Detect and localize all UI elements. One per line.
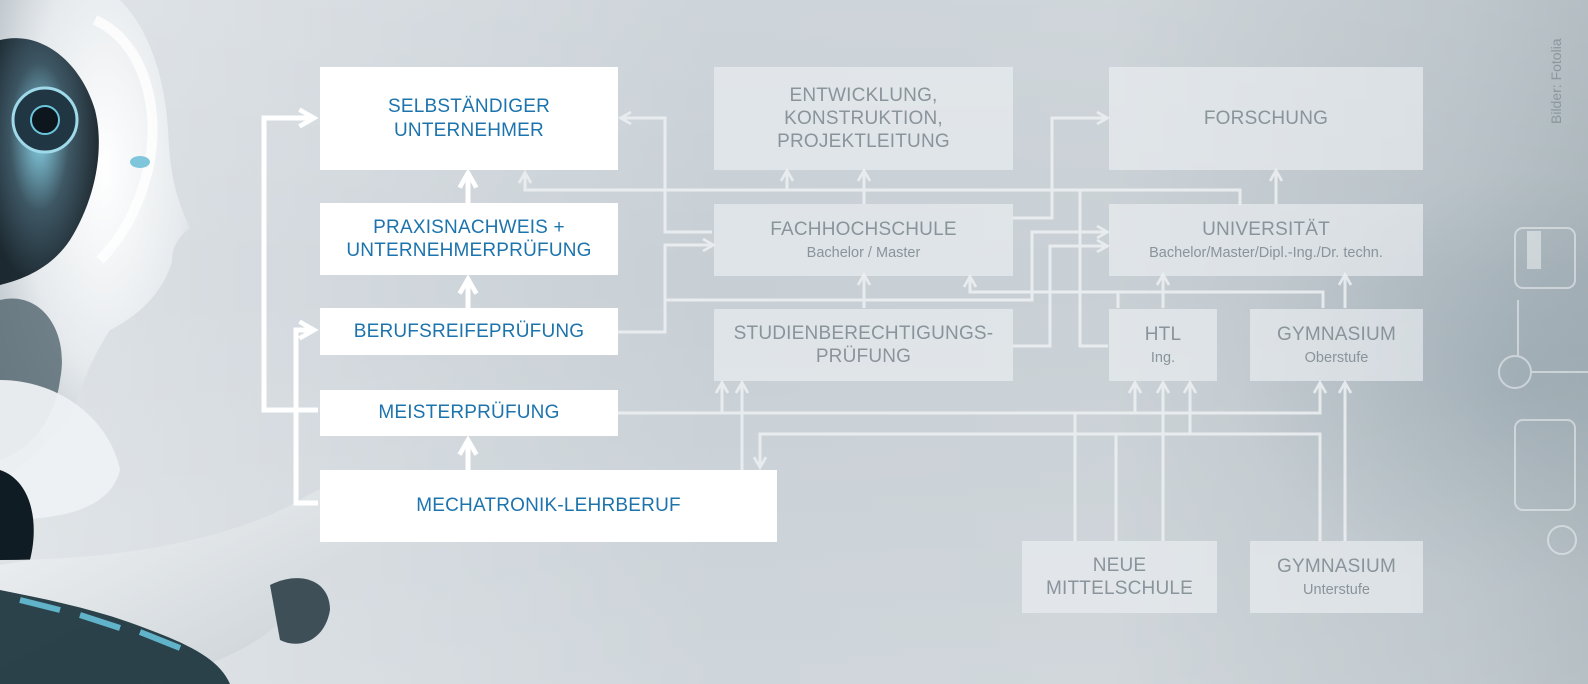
robot-head-illustration xyxy=(0,0,190,565)
node-fachhochschule: FACHHOCHSCHULE Bachelor / Master xyxy=(714,204,1013,276)
node-title: UNIVERSITÄT xyxy=(1202,218,1330,240)
node-gymnasium-oberstufe: GYMNASIUM Oberstufe xyxy=(1250,309,1423,381)
node-mechatronik-lehrberuf: MECHATRONIK-LEHRBERUF xyxy=(320,470,777,542)
node-title: FORSCHUNG xyxy=(1203,107,1329,129)
connector-fachhochschule-to-forschung xyxy=(1013,110,1111,220)
node-subtitle: Bachelor/Master/Dipl.-Ing./Dr. techn. xyxy=(1149,244,1383,261)
muted-connectors xyxy=(517,110,1353,541)
node-title: SELBSTÄNDIGER UNTERNEHMER xyxy=(387,96,551,141)
connector-meister-bus-to-htl-gymnasium xyxy=(722,379,1328,415)
node-title: MECHATRONIK-LEHRBERUF xyxy=(416,495,681,517)
node-title: MEISTERPRÜFUNG xyxy=(378,402,560,424)
node-subtitle: Unterstufe xyxy=(1303,581,1370,598)
node-title: NEUE MITTELSCHULE xyxy=(1045,554,1194,599)
connector-htl-vertical-bus xyxy=(1078,190,1108,348)
node-entwicklung: ENTWICKLUNG, KONSTRUKTION, PROJEKTLEITUN… xyxy=(714,67,1013,170)
node-title: HTL xyxy=(1144,323,1182,345)
node-berufsreifepruefung: BERUFSREIFEPRÜFUNG xyxy=(320,308,618,355)
arrow-meister-to-selbstaendiger xyxy=(261,118,318,413)
connector-berufsreife-to-fachhochschule xyxy=(618,237,717,334)
node-title: BERUFSREIFEPRÜFUNG xyxy=(353,320,585,342)
node-htl: HTL Ing. xyxy=(1109,309,1217,381)
arrow-lehrberuf-to-berufsreife xyxy=(293,330,318,506)
node-title: ENTWICKLUNG, KONSTRUKTION, PROJEKTLEITUN… xyxy=(777,84,950,153)
tech-ui-decoration xyxy=(1498,227,1588,555)
highlight-connectors xyxy=(261,118,468,506)
connector-studienberechtigung-to-universitaet xyxy=(1013,238,1111,348)
connector-htl-to-fachhochschule xyxy=(962,273,1120,308)
node-title: GYMNASIUM xyxy=(1277,323,1396,345)
node-meisterpruefung: MEISTERPRÜFUNG xyxy=(320,390,618,436)
image-credit: Bilder: Fotolia xyxy=(1548,38,1564,124)
connector-berufsreife-to-universitaet xyxy=(665,224,1111,302)
node-title: PRAXISNACHWEIS + UNTERNEHMERPRÜFUNG xyxy=(346,216,592,261)
node-gymnasium-unterstufe: GYMNASIUM Unterstufe xyxy=(1250,541,1423,613)
node-forschung: FORSCHUNG xyxy=(1109,67,1423,170)
node-subtitle: Oberstufe xyxy=(1304,349,1369,366)
node-neue-mittelschule: NEUE MITTELSCHULE xyxy=(1022,541,1217,613)
node-title: STUDIENBERECHTIGUNGS- PRÜFUNG xyxy=(733,322,994,367)
node-subtitle: Ing. xyxy=(1150,349,1176,366)
connector-fachhochschule-to-selbstaendiger xyxy=(617,110,712,234)
node-selbstaendiger-unternehmer: SELBSTÄNDIGER UNTERNEHMER xyxy=(320,67,618,170)
connector-bus-to-selbstaendiger xyxy=(517,169,1242,205)
node-title: FACHHOCHSCHULE xyxy=(770,218,957,240)
connector-meister-to-studienberechtigung xyxy=(618,379,730,415)
node-subtitle: Bachelor / Master xyxy=(806,244,921,261)
connector-gymnasium-to-fachhochschule xyxy=(1118,290,1325,308)
node-title: GYMNASIUM xyxy=(1277,555,1396,577)
node-praxisnachweis: PRAXISNACHWEIS + UNTERNEHMERPRÜFUNG xyxy=(320,203,618,275)
connector-schools-to-lehrberuf xyxy=(752,432,1322,541)
node-universitaet: UNIVERSITÄT Bachelor/Master/Dipl.-Ing./D… xyxy=(1109,204,1423,276)
node-studienberechtigungspruefung: STUDIENBERECHTIGUNGS- PRÜFUNG xyxy=(714,309,1013,381)
